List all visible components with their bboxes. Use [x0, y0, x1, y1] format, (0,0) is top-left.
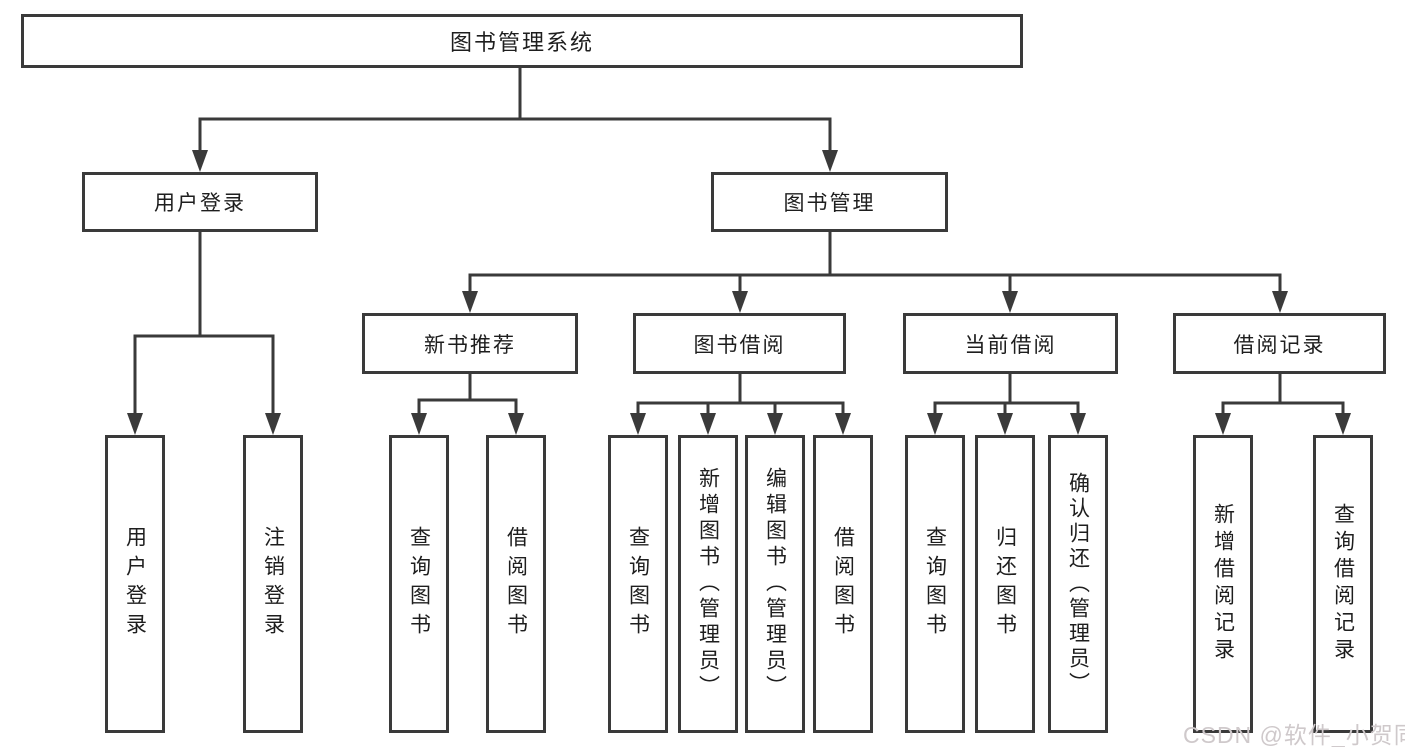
- arrowhead: [508, 413, 524, 435]
- arrowhead: [1002, 291, 1018, 313]
- arrowhead: [732, 291, 748, 313]
- node-book-management: 图书管理: [711, 172, 948, 232]
- leaf-query-books-borrowing: 查询图书: [608, 435, 668, 733]
- arrowhead: [1070, 413, 1086, 435]
- leaf-query-borrow-record: 查询借阅记录: [1313, 435, 1373, 733]
- arrowhead: [1335, 413, 1351, 435]
- arrowhead: [1215, 413, 1231, 435]
- leaf-query-books-current: 查询图书: [905, 435, 965, 733]
- arrowhead: [192, 150, 208, 172]
- leaf-confirm-return-admin: 确认归还（管理员）: [1048, 435, 1108, 733]
- arrowhead: [997, 413, 1013, 435]
- csdn-watermark: CSDN @软件_小贺同学: [1183, 722, 1405, 747]
- arrowhead: [462, 291, 478, 313]
- node-book-borrowing: 图书借阅: [633, 313, 846, 374]
- leaf-borrow-books-recommend: 借阅图书: [486, 435, 546, 733]
- arrowhead: [822, 150, 838, 172]
- leaf-user-login: 用户登录: [105, 435, 165, 733]
- arrowhead: [835, 413, 851, 435]
- arrowhead: [927, 413, 943, 435]
- arrowhead: [700, 413, 716, 435]
- leaf-add-borrow-record: 新增借阅记录: [1193, 435, 1253, 733]
- leaf-add-book-admin: 新增图书（管理员）: [678, 435, 738, 733]
- arrowhead: [127, 413, 143, 435]
- leaf-edit-book-admin: 编辑图书（管理员）: [745, 435, 805, 733]
- node-new-book-recommendation: 新书推荐: [362, 313, 578, 374]
- arrowhead: [767, 413, 783, 435]
- leaf-return-book: 归还图书: [975, 435, 1035, 733]
- arrowhead: [1272, 291, 1288, 313]
- leaf-borrow-books-borrowing: 借阅图书: [813, 435, 873, 733]
- arrowhead: [630, 413, 646, 435]
- node-current-borrowing: 当前借阅: [903, 313, 1118, 374]
- arrowhead: [265, 413, 281, 435]
- node-library-management-system: 图书管理系统: [21, 14, 1023, 68]
- node-user-login: 用户登录: [82, 172, 318, 232]
- leaf-logout: 注销登录: [243, 435, 303, 733]
- leaf-query-books-recommend: 查询图书: [389, 435, 449, 733]
- node-borrowing-records: 借阅记录: [1173, 313, 1386, 374]
- arrowhead: [411, 413, 427, 435]
